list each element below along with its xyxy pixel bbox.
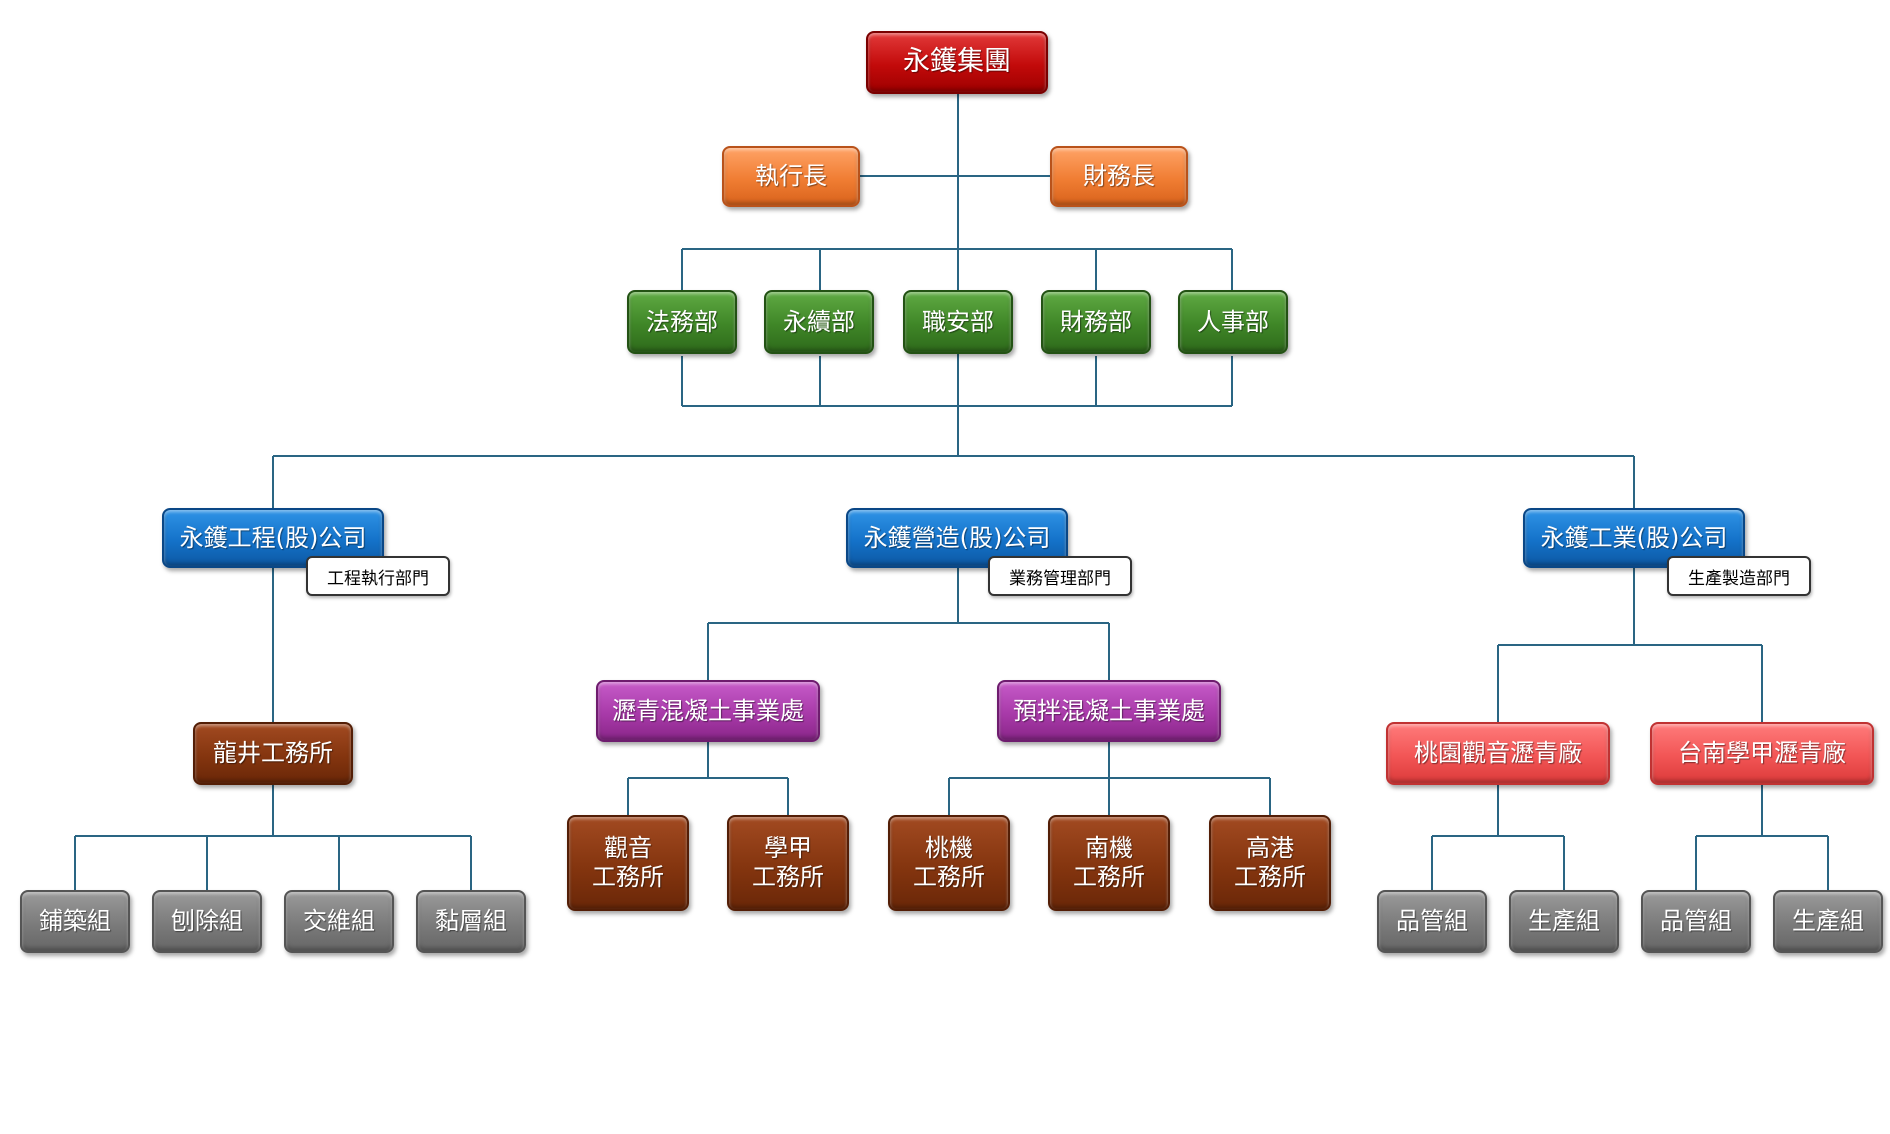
tag-construction-company: 業務管理部門 bbox=[988, 556, 1132, 596]
node-milling-team: 刨除組 bbox=[152, 890, 262, 953]
connector-lines bbox=[74, 94, 1829, 890]
node-paving-team: 鋪築組 bbox=[20, 890, 130, 953]
nanji-office-line2: 工務所 bbox=[1073, 863, 1145, 891]
node-ceo: 執行長 bbox=[722, 146, 860, 207]
connector-companies bbox=[272, 455, 1635, 508]
node-guanyin-office: 觀音 工務所 bbox=[567, 815, 689, 911]
node-tainan-production-team: 生產組 bbox=[1773, 890, 1883, 953]
node-asphalt-division: 瀝青混凝土事業處 bbox=[596, 680, 820, 742]
node-xuejia-office: 學甲 工務所 bbox=[727, 815, 849, 911]
node-legal-dept: 法務部 bbox=[627, 290, 737, 354]
node-taoji-office: 桃機 工務所 bbox=[888, 815, 1010, 911]
node-taoyuan-production-team: 生產組 bbox=[1509, 890, 1619, 953]
connector-tainan-teams bbox=[1695, 785, 1829, 890]
node-taoyuan-qc-team: 品管組 bbox=[1377, 890, 1487, 953]
connector-industry-plants bbox=[1497, 568, 1763, 722]
node-maintenance-team: 交維組 bbox=[284, 890, 394, 953]
node-hr-dept: 人事部 bbox=[1178, 290, 1288, 354]
node-gaogang-office: 高港 工務所 bbox=[1209, 815, 1331, 911]
connector-ready-mix-offices bbox=[948, 742, 1271, 815]
connector-asphalt-offices bbox=[627, 742, 789, 815]
connector-taoyuan-teams bbox=[1431, 785, 1565, 890]
node-finance-dept: 財務部 bbox=[1041, 290, 1151, 354]
node-tainan-plant: 台南學甲瀝青廠 bbox=[1650, 722, 1874, 785]
node-safety-dept: 職安部 bbox=[903, 290, 1013, 354]
node-tainan-qc-team: 品管組 bbox=[1641, 890, 1751, 953]
node-longjing-office: 龍井工務所 bbox=[193, 722, 353, 785]
node-nanji-office: 南機 工務所 bbox=[1048, 815, 1170, 911]
taoji-office-line1: 桃機 bbox=[925, 834, 973, 863]
taoji-office-line2: 工務所 bbox=[913, 863, 985, 891]
node-tack-coat-team: 黏層組 bbox=[416, 890, 526, 953]
connector-construction-divisions bbox=[707, 568, 1110, 680]
node-construction-company: 永鑊營造(股)公司 bbox=[846, 508, 1068, 568]
node-group: 永鑊集團 bbox=[866, 31, 1048, 94]
node-sustainability-dept: 永續部 bbox=[764, 290, 874, 354]
connector-engineering-teams bbox=[74, 785, 472, 890]
xuejia-office-line1: 學甲 bbox=[764, 834, 812, 863]
gaogang-office-line1: 高港 bbox=[1246, 834, 1294, 863]
node-cfo: 財務長 bbox=[1050, 146, 1188, 207]
tag-engineering-company: 工程執行部門 bbox=[306, 556, 450, 596]
connector-departments-bottom bbox=[681, 356, 1233, 407]
guanyin-office-line1: 觀音 bbox=[604, 834, 652, 863]
connector-departments-top bbox=[681, 248, 1233, 290]
node-ready-mix-division: 預拌混凝土事業處 bbox=[997, 680, 1221, 742]
xuejia-office-line2: 工務所 bbox=[752, 863, 824, 891]
node-taoyuan-plant: 桃園觀音瀝青廠 bbox=[1386, 722, 1610, 785]
nanji-office-line1: 南機 bbox=[1085, 834, 1133, 863]
tag-industry-company: 生產製造部門 bbox=[1667, 556, 1811, 596]
node-engineering-company: 永鑊工程(股)公司 bbox=[162, 508, 384, 568]
guanyin-office-line2: 工務所 bbox=[592, 863, 664, 891]
gaogang-office-line2: 工務所 bbox=[1234, 863, 1306, 891]
